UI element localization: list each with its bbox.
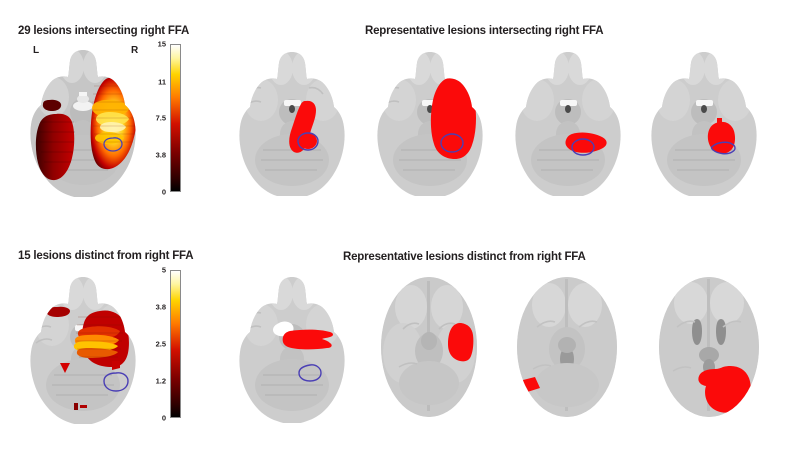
brain-slice-overlap-intersecting [16, 42, 151, 197]
colorbar-tick-0: 0 [161, 187, 166, 197]
colorbar-tick-3-8-b: 3.8 [155, 302, 166, 312]
brain-slice-overlap-distinct [16, 269, 151, 424]
colorbar-tick-1-2: 1.2 [155, 376, 166, 386]
brain-slice-intersecting-4 [639, 46, 769, 196]
brain-slice-distinct-3 [499, 271, 635, 423]
panel-title-distinct-overlap: 15 lesions distinct from right FFA [18, 250, 194, 262]
colorbar-tick-3-8: 3.8 [155, 150, 166, 160]
hemisphere-label-left: L [33, 45, 40, 56]
colorbar-tick-11: 11 [158, 77, 166, 87]
panel-top-right: Representative lesions intersecting righ… [215, 0, 800, 215]
panel-bottom-right: Representative lesions distinct from rig… [215, 225, 800, 449]
panel-bottom-left: 15 lesions distinct from right FFA [0, 225, 215, 449]
brain-slice-distinct-1 [227, 271, 357, 423]
colorbar-tick-2-5: 2.5 [155, 339, 166, 349]
colorbar-distinct: 5 3.8 2.5 1.2 0 [152, 266, 198, 421]
colorbar-gradient-distinct [170, 270, 181, 418]
brain-slice-distinct-4 [639, 271, 779, 423]
brain-slice-intersecting-3 [503, 46, 633, 196]
panel-top-left: 29 lesions intersecting right FFA L R [0, 0, 215, 215]
panel-title-representative-intersecting: Representative lesions intersecting righ… [365, 25, 604, 37]
brain-slice-intersecting-1 [227, 46, 357, 196]
hemisphere-label-right: R [131, 45, 139, 56]
colorbar-tick-0-b: 0 [161, 413, 166, 423]
panel-title-representative-distinct: Representative lesions distinct from rig… [343, 251, 586, 263]
panel-title-intersecting-overlap: 29 lesions intersecting right FFA [18, 25, 190, 37]
brain-slice-intersecting-2 [365, 46, 495, 196]
colorbar-intersecting: 15 11 7.5 3.8 0 [152, 40, 198, 195]
colorbar-tick-7-5: 7.5 [155, 113, 166, 123]
brain-slice-distinct-2 [363, 271, 495, 423]
colorbar-tick-15: 15 [157, 39, 166, 49]
colorbar-gradient-intersecting [170, 44, 181, 192]
colorbar-tick-5: 5 [161, 265, 166, 275]
